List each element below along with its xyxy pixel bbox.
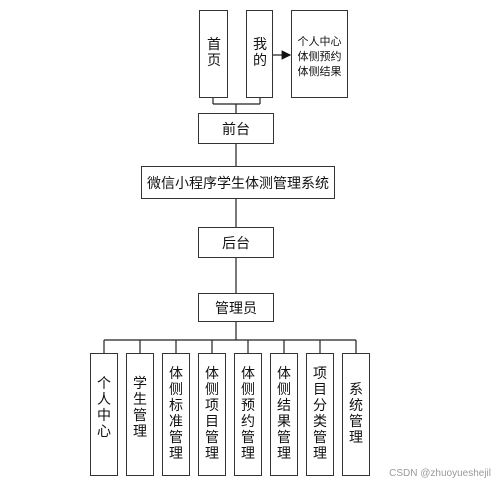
frontend-node: 前台 (198, 113, 274, 144)
module-item-management: 体侧项目管理 (198, 353, 226, 476)
module-label: 体侧结果管理 (277, 366, 291, 462)
admin-label: 管理员 (215, 300, 257, 317)
module-category-management: 项目分类管理 (306, 353, 334, 476)
home-label: 首页 (207, 37, 221, 69)
mine-detail-2: 体侧预约 (297, 50, 342, 63)
admin-node: 管理员 (198, 293, 274, 322)
module-student-management: 学生管理 (126, 353, 154, 476)
module-result-management: 体侧结果管理 (270, 353, 298, 476)
module-system-management: 系统管理 (342, 353, 370, 476)
mine-node: 我的 (246, 10, 273, 98)
module-label: 个人中心 (97, 376, 111, 440)
module-label: 体侧标准管理 (169, 366, 183, 462)
module-label: 项目分类管理 (313, 366, 327, 462)
module-personal-center: 个人中心 (90, 353, 118, 476)
mine-details-node: 个人中心 体侧预约 体侧结果 (291, 10, 348, 98)
system-node: 微信小程序学生体测管理系统 (141, 166, 335, 199)
mine-detail-3: 体侧结果 (297, 65, 342, 78)
module-label: 系统管理 (349, 382, 363, 446)
module-booking-management: 体侧预约管理 (234, 353, 262, 476)
backend-label: 后台 (222, 235, 250, 252)
module-label: 体侧项目管理 (205, 366, 219, 462)
system-label: 微信小程序学生体测管理系统 (147, 175, 329, 192)
mine-detail-1: 个人中心 (297, 35, 342, 48)
watermark: CSDN @zhuoyueshejil (389, 468, 491, 479)
frontend-label: 前台 (222, 121, 250, 138)
module-label: 学生管理 (133, 376, 147, 440)
module-label: 体侧预约管理 (241, 366, 255, 462)
mine-label: 我的 (253, 37, 267, 69)
module-standard-management: 体侧标准管理 (162, 353, 190, 476)
home-node: 首页 (199, 10, 228, 98)
backend-node: 后台 (198, 227, 274, 258)
